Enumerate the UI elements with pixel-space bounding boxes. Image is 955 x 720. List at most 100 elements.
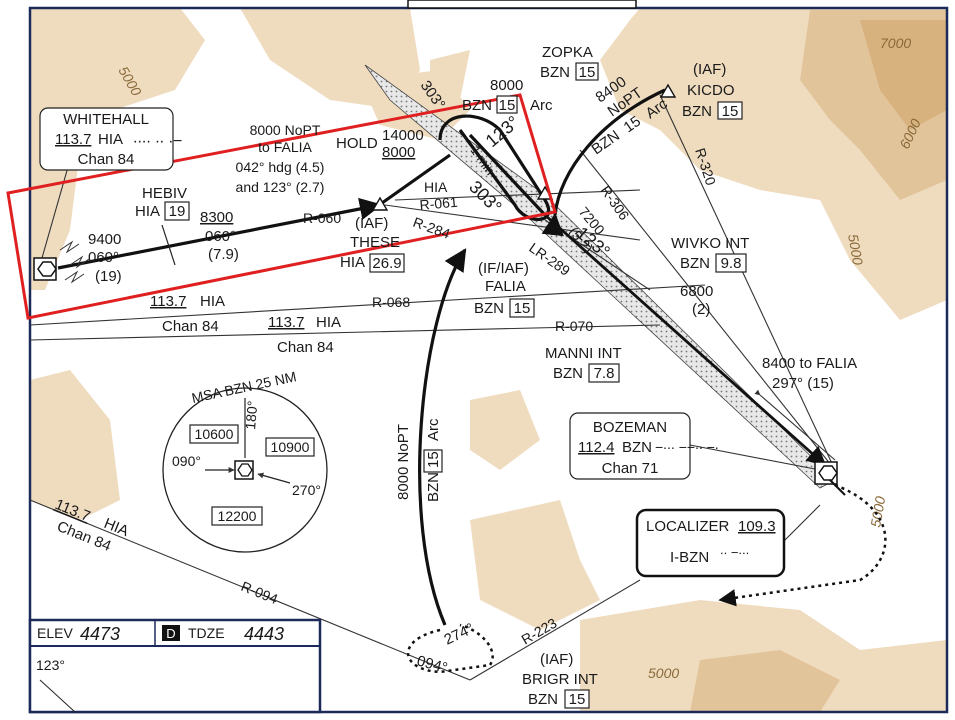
svg-text:BZN: BZN — [540, 64, 570, 81]
radial-r060-label: R-060 — [303, 210, 341, 226]
svg-text:15: 15 — [569, 691, 586, 708]
segment-9400-label: 9400 060° (19) — [88, 231, 122, 285]
msa-circle: MSA BZN 25 NM 10600 10900 12200 180° 090… — [162, 368, 328, 553]
bozeman-id: BZN — [622, 439, 652, 456]
svg-text:7.8: 7.8 — [594, 365, 615, 382]
brigr-arc — [418, 248, 467, 626]
header-tab — [407, 0, 637, 9]
svg-text:14000: 14000 — [382, 127, 424, 144]
hold-label: HOLD 14000 8000 — [336, 127, 424, 161]
svg-text:297° (15): 297° (15) — [772, 375, 834, 392]
svg-text:113.7: 113.7 — [150, 293, 186, 310]
svg-text:BZN: BZN — [425, 472, 442, 502]
radial-r320 — [659, 94, 836, 471]
elev-label: ELEV — [37, 625, 73, 641]
hia-r061-ref: HIA — [424, 179, 448, 195]
svg-text:8000: 8000 — [490, 77, 523, 94]
svg-text:HIA: HIA — [200, 293, 225, 310]
radial-r306-label: R-306 — [598, 183, 633, 224]
zopka-fix-label: ZOPKA BZN 15 — [540, 44, 599, 81]
svg-text:MANNI INT: MANNI INT — [545, 345, 622, 362]
kicdo-arc — [541, 88, 666, 237]
manni-fix-label: MANNI INT BZN 7.8 — [545, 345, 622, 383]
radial-r061-label: R-061 — [419, 194, 459, 213]
terrain — [30, 8, 947, 712]
svg-text:26.9: 26.9 — [372, 255, 401, 272]
svg-text:9400: 9400 — [88, 231, 121, 248]
radial-r061 — [394, 189, 641, 201]
svg-text:9.8: 9.8 — [721, 255, 742, 272]
svg-text:HEBIV: HEBIV — [142, 185, 187, 202]
radial-r223 — [469, 579, 641, 681]
msa-line-270 — [257, 472, 291, 484]
whitehall-leader — [39, 159, 71, 266]
highlight-box — [6, 93, 557, 320]
nopt-falia-note: 8000 NoPT to FALIA 042° hdg (4.5) and 12… — [236, 122, 325, 195]
svg-text:8000 NoPT: 8000 NoPT — [250, 122, 321, 138]
svg-text:HIA: HIA — [135, 203, 160, 220]
whitehall-navaid-box: WHITEHALL 113.7 HIA ∙∙∙∙ ∙∙ ∙− Chan 84 — [39, 107, 182, 171]
whitehall-freq: 113.7 — [55, 131, 91, 148]
radial-r094 — [29, 499, 471, 681]
localizer-name: LOCALIZER — [646, 518, 730, 535]
svg-text:HIA: HIA — [340, 254, 365, 271]
msa-sector-nw: 10600 — [195, 426, 234, 442]
airport-crs-123: 123° — [36, 657, 65, 673]
svg-text:Arc: Arc — [530, 97, 553, 114]
bozeman-freq: 112.4 — [578, 439, 614, 456]
svg-text:BZN: BZN — [680, 255, 710, 272]
radial-r068-label: R-068 — [372, 294, 410, 310]
svg-text:WIVKO INT: WIVKO INT — [671, 235, 749, 252]
svg-text:6800: 6800 — [680, 283, 713, 300]
svg-text:(IF/IAF): (IF/IAF) — [478, 260, 529, 277]
svg-text:8000 NoPT: 8000 NoPT — [395, 424, 412, 500]
bozeman-morse: −∙∙∙ −−∙∙ −∙ — [655, 439, 719, 455]
hold-course-123: 123° — [482, 112, 523, 151]
arc-top-label: 8000 BZN 15 Arc — [462, 77, 553, 114]
svg-text:FALIA: FALIA — [485, 278, 526, 295]
contour-5000-east: 5000 — [845, 233, 866, 267]
whitehall-name: WHITEHALL — [63, 111, 149, 128]
brigr-hold — [406, 623, 494, 674]
msa-bearing-090: 090° — [172, 453, 201, 469]
svg-text:KICDO: KICDO — [687, 82, 735, 99]
tdze-label: TDZE — [188, 625, 225, 641]
falia-fix-label: (IF/IAF) FALIA BZN 15 — [474, 260, 535, 318]
radial-r070 — [29, 324, 661, 341]
radials — [29, 94, 836, 681]
final-course-123-inbound — [468, 133, 547, 217]
whitehall-id: HIA — [98, 131, 123, 148]
svg-text:THESE: THESE — [350, 234, 400, 251]
radial-r094-label: R-094 — [239, 578, 281, 607]
radial-r306 — [579, 149, 836, 471]
hia-r068-label: 113.7 HIA Chan 84 — [150, 293, 225, 335]
svg-text:(IAF): (IAF) — [355, 215, 388, 232]
tdze-value: 4443 — [244, 624, 284, 644]
svg-text:Chan 84: Chan 84 — [162, 318, 219, 335]
svg-text:15: 15 — [621, 113, 644, 136]
radial-breaks — [59, 240, 90, 284]
missed-approach-path — [718, 483, 887, 607]
svg-text:8000: 8000 — [382, 144, 415, 161]
kicdo-fix-triangle — [659, 83, 677, 98]
these-fix-label: (IAF) THESE HIA 26.9 — [340, 215, 405, 273]
radial-r284 — [384, 204, 641, 241]
svg-text:HOLD: HOLD — [336, 135, 378, 152]
arc-south-label: 8000 NoPT BZN 15 Arc — [395, 418, 443, 502]
svg-text:19: 19 — [169, 203, 186, 220]
svg-text:(19): (19) — [95, 268, 122, 285]
radial-r070-label: R-070 — [555, 318, 593, 334]
svg-text:BZN: BZN — [589, 127, 623, 158]
bozeman-navaid-box: BOZEMAN 112.4 BZN −∙∙∙ −−∙∙ −∙ Chan 71 — [569, 412, 719, 480]
svg-text:(2): (2) — [692, 301, 710, 318]
track-060-from-whitehall — [57, 197, 383, 270]
vor-bozeman — [814, 461, 846, 496]
contour-7000: 7000 — [880, 35, 911, 51]
svg-text:to FALIA: to FALIA — [258, 139, 312, 155]
kicdo-fix-label: (IAF) KICDO BZN 15 — [682, 61, 743, 120]
svg-text:BZN: BZN — [682, 103, 712, 120]
svg-text:(IAF): (IAF) — [693, 61, 726, 78]
whitehall-morse: ∙∙∙∙ ∙∙ ∙− — [133, 133, 182, 150]
svg-text:BZN: BZN — [553, 365, 583, 382]
fix-symbols — [371, 83, 677, 211]
